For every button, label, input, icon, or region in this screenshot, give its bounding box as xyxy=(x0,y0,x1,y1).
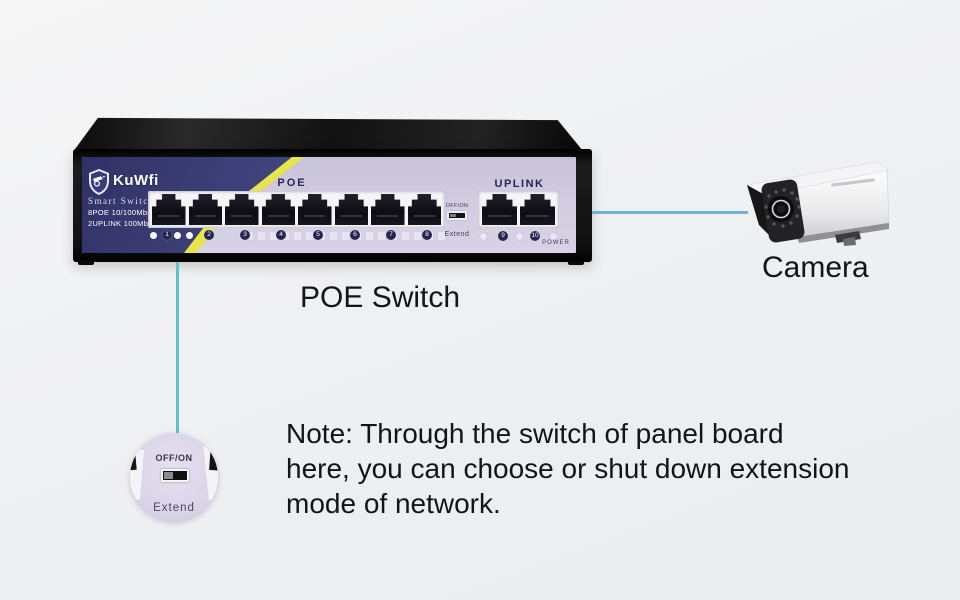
port-number-badge: 6 xyxy=(350,230,360,240)
poe-port xyxy=(407,194,441,225)
led-indicator xyxy=(186,232,193,239)
led-windows xyxy=(246,232,446,240)
poe-port xyxy=(152,194,186,225)
uplink-section-label: UPLINK xyxy=(494,178,545,190)
poe-port xyxy=(334,194,368,225)
note-text: Note: Through the switch of panel board … xyxy=(286,416,849,521)
poe-port xyxy=(261,194,295,225)
toggle-label: OFF/ON xyxy=(445,203,469,209)
brand-tagline: Smart Switch xyxy=(88,196,155,206)
extend-caption: Extend xyxy=(444,231,470,238)
port-number-badge: 2 xyxy=(204,230,214,240)
connector-line-to-callout xyxy=(176,262,179,433)
spec-line-1: 8POE 10/100Mbps xyxy=(88,208,156,217)
port-number-badge: 3 xyxy=(240,230,250,240)
spec-line-2: 2UPLINK 100Mbps xyxy=(88,219,157,228)
note-line: Note: Through the switch of panel board xyxy=(286,418,784,449)
poe-port-strip xyxy=(148,191,445,228)
poe-switch-device: KuWfi Smart Switch 8POE 10/100Mbps 2UPLI… xyxy=(73,149,592,265)
callout-extend-caption: Extend xyxy=(153,502,195,514)
port-number-badge: 4 xyxy=(276,230,286,240)
port-number-badge: 1 xyxy=(162,230,172,240)
switch-foot xyxy=(78,261,94,265)
led-indicator xyxy=(480,233,487,240)
toggle-well xyxy=(449,213,465,218)
poe-port xyxy=(298,194,332,225)
led-indicator xyxy=(174,232,181,239)
port-number-badge: 7 xyxy=(386,230,396,240)
camera-caption: Camera xyxy=(762,251,869,284)
port-number-badge: 5 xyxy=(313,230,323,240)
note-line: mode of network. xyxy=(286,488,501,519)
camera-illustration xyxy=(746,161,890,246)
uplink-port xyxy=(482,194,517,225)
port-number-badge: 8 xyxy=(422,230,432,240)
port-number-badge: 9 xyxy=(498,231,508,241)
led-indicator xyxy=(516,233,523,240)
poe-section-label: POE xyxy=(277,177,307,189)
callout-toggle-switch xyxy=(161,469,189,482)
switch-front-panel: KuWfi Smart Switch 8POE 10/100Mbps 2UPLI… xyxy=(82,157,576,253)
power-label: POWER xyxy=(542,240,570,246)
brand-name: KuWfi xyxy=(113,172,159,189)
uplink-port xyxy=(520,194,555,225)
extend-toggle-group: OFF/ON Extend xyxy=(439,203,475,238)
uplink-led-row: 9 10 xyxy=(478,231,576,243)
led-indicator xyxy=(150,232,157,239)
poe-port xyxy=(188,194,222,225)
switch-caption: POE Switch xyxy=(300,281,461,314)
extend-toggle-switch xyxy=(447,211,467,220)
poe-port xyxy=(225,194,259,225)
note-line: here, you can choose or shut down extens… xyxy=(286,453,850,484)
brand-shield-icon xyxy=(89,169,109,195)
led-indicator xyxy=(550,233,557,240)
poe-led-row: 1 2 3 4 5 6 7 8 xyxy=(148,230,458,242)
connector-line-to-camera xyxy=(592,211,748,214)
port-number-badge: 10 xyxy=(530,231,540,241)
callout-toggle-label: OFF/ON xyxy=(155,453,193,463)
extend-switch-callout: OFF/ON Extend xyxy=(130,433,218,521)
toggle-well xyxy=(163,471,187,480)
toggle-knob xyxy=(164,472,173,479)
switch-foot xyxy=(568,261,584,265)
poe-port xyxy=(371,194,405,225)
toggle-knob xyxy=(450,214,456,217)
uplink-port-strip xyxy=(478,191,559,228)
